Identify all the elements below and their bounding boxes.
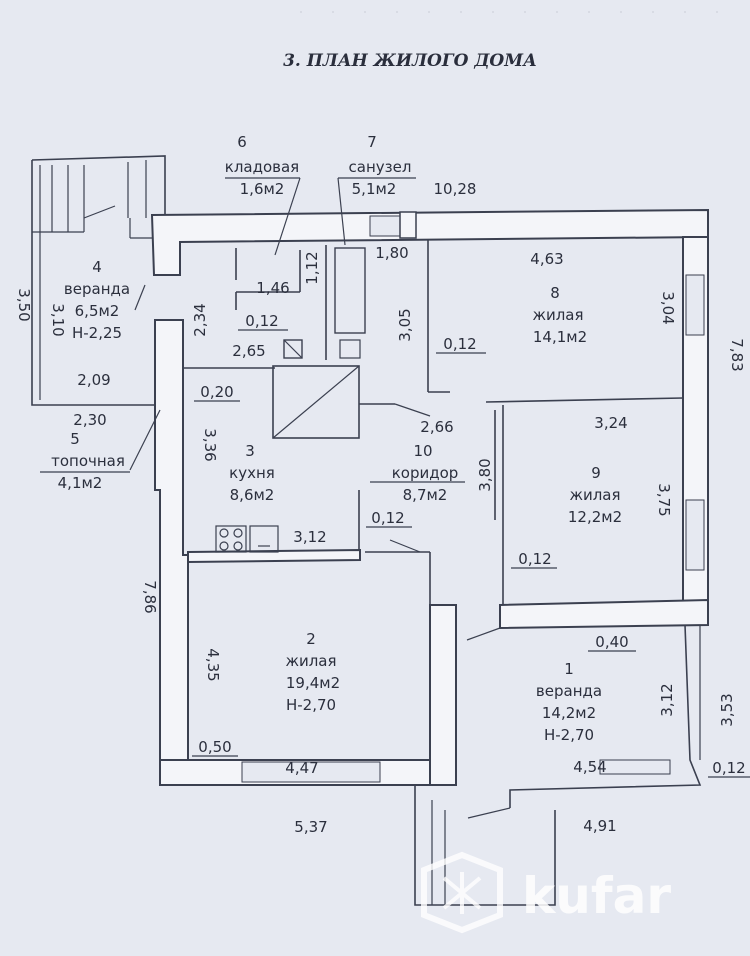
dim-label: 0,12 — [443, 335, 476, 353]
dim-label: 0,12 — [518, 550, 551, 568]
dim-label: 3,36 — [201, 428, 219, 461]
dimension-labels: 10,28 4,63 3,04 7,83 1,80 1,12 1,46 0,12… — [15, 180, 750, 836]
veranda-1-outline — [414, 624, 702, 906]
room-1-height: Н-2,70 — [544, 726, 594, 744]
dim-label: 3,75 — [655, 483, 673, 516]
room-10-area: 8,7м2 — [403, 486, 448, 504]
dim-label: 3,53 — [718, 693, 736, 726]
dim-label: 2,66 — [420, 418, 453, 436]
dim-label: 3,80 — [476, 458, 494, 491]
dim-label: 2,65 — [232, 342, 265, 360]
room-9-name: жилая — [569, 486, 620, 504]
room-6-name: кладовая — [225, 158, 299, 176]
dim-label: 4,35 — [204, 648, 222, 681]
room-6-area: 1,6м2 — [240, 180, 285, 198]
dim-label: 0,20 — [200, 383, 233, 401]
wall-stub-top — [399, 211, 417, 239]
dim-label: 3,12 — [293, 528, 326, 546]
dim-label: 2,34 — [191, 303, 209, 336]
dim-label: 0,12 — [712, 759, 745, 777]
room-4-name: веранда — [64, 280, 130, 298]
veranda-4-outline — [31, 155, 166, 406]
dim-label: 2,09 — [77, 371, 110, 389]
room-4-num: 4 — [92, 258, 102, 276]
plan-title: 3. ПЛАН ЖИЛОГО ДОМА — [283, 51, 537, 71]
room-5-name: топочная — [51, 452, 125, 470]
room-6-num: 6 — [237, 133, 247, 151]
room-5-num: 5 — [70, 430, 80, 448]
room-10-num: 10 — [413, 442, 432, 460]
room-1-area: 14,2м2 — [542, 704, 596, 722]
room-9-area: 12,2м2 — [568, 508, 622, 526]
dim-label: 1,46 — [256, 279, 289, 297]
room-1-num: 1 — [564, 660, 574, 678]
dim-label: 7,86 — [141, 580, 159, 613]
room-3-num: 3 — [245, 442, 255, 460]
room-2-height: Н-2,70 — [286, 696, 336, 714]
dim-label: 2,30 — [73, 411, 106, 429]
room-10-name: коридор — [392, 464, 459, 482]
dim-label: 3,10 — [49, 303, 67, 336]
room-8-num: 8 — [550, 284, 560, 302]
room-4-height: Н-2,25 — [72, 324, 122, 342]
dim-label: 3,05 — [396, 308, 414, 341]
room-7-num: 7 — [367, 133, 377, 151]
room-8-area: 14,1м2 — [533, 328, 587, 346]
dim-label: 4,47 — [285, 759, 318, 777]
window-top — [369, 215, 401, 237]
dim-label: 4,54 — [573, 758, 606, 776]
dim-label: 3,50 — [15, 288, 33, 321]
dim-label: 3,24 — [594, 414, 627, 432]
kufar-logo-text: kufar — [522, 867, 671, 925]
room-8-name: жилая — [532, 306, 583, 324]
dim-label: 3,12 — [658, 683, 676, 716]
dim-label: 0,12 — [371, 509, 404, 527]
dim-label: 4,91 — [583, 817, 616, 835]
room-2-area: 19,4м2 — [286, 674, 340, 692]
dim-label: 0,12 — [245, 312, 278, 330]
dim-label: 0,50 — [198, 738, 231, 756]
dim-label: 5,37 — [294, 818, 327, 836]
dim-label: 1,80 — [375, 244, 408, 262]
dim-label: 10,28 — [434, 180, 477, 198]
room-5-area: 4,1м2 — [58, 474, 103, 492]
dim-label: 1,12 — [303, 251, 321, 284]
dim-label: 0,40 — [595, 633, 628, 651]
interior-partitions — [129, 240, 684, 819]
dim-label: 3,04 — [659, 291, 677, 324]
dim-label: 4,63 — [530, 250, 563, 268]
room-7-area: 5,1м2 — [352, 180, 397, 198]
room-labels: 6 кладовая 1,6м2 7 санузел 5,1м2 4 веран… — [40, 133, 622, 744]
room-3-area: 8,6м2 — [230, 486, 275, 504]
room-2-name: жилая — [285, 652, 336, 670]
room-7-name: санузел — [349, 158, 412, 176]
room-4-area: 6,5м2 — [75, 302, 120, 320]
room-1-name: веранда — [536, 682, 602, 700]
room-3-name: кухня — [229, 464, 275, 482]
room-2-num: 2 — [306, 630, 316, 648]
room-9-num: 9 — [591, 464, 601, 482]
outer-walls — [150, 208, 709, 786]
kufar-logo-icon — [421, 851, 503, 934]
kufar-watermark: kufar — [421, 851, 671, 934]
dim-label: 7,83 — [728, 338, 746, 371]
